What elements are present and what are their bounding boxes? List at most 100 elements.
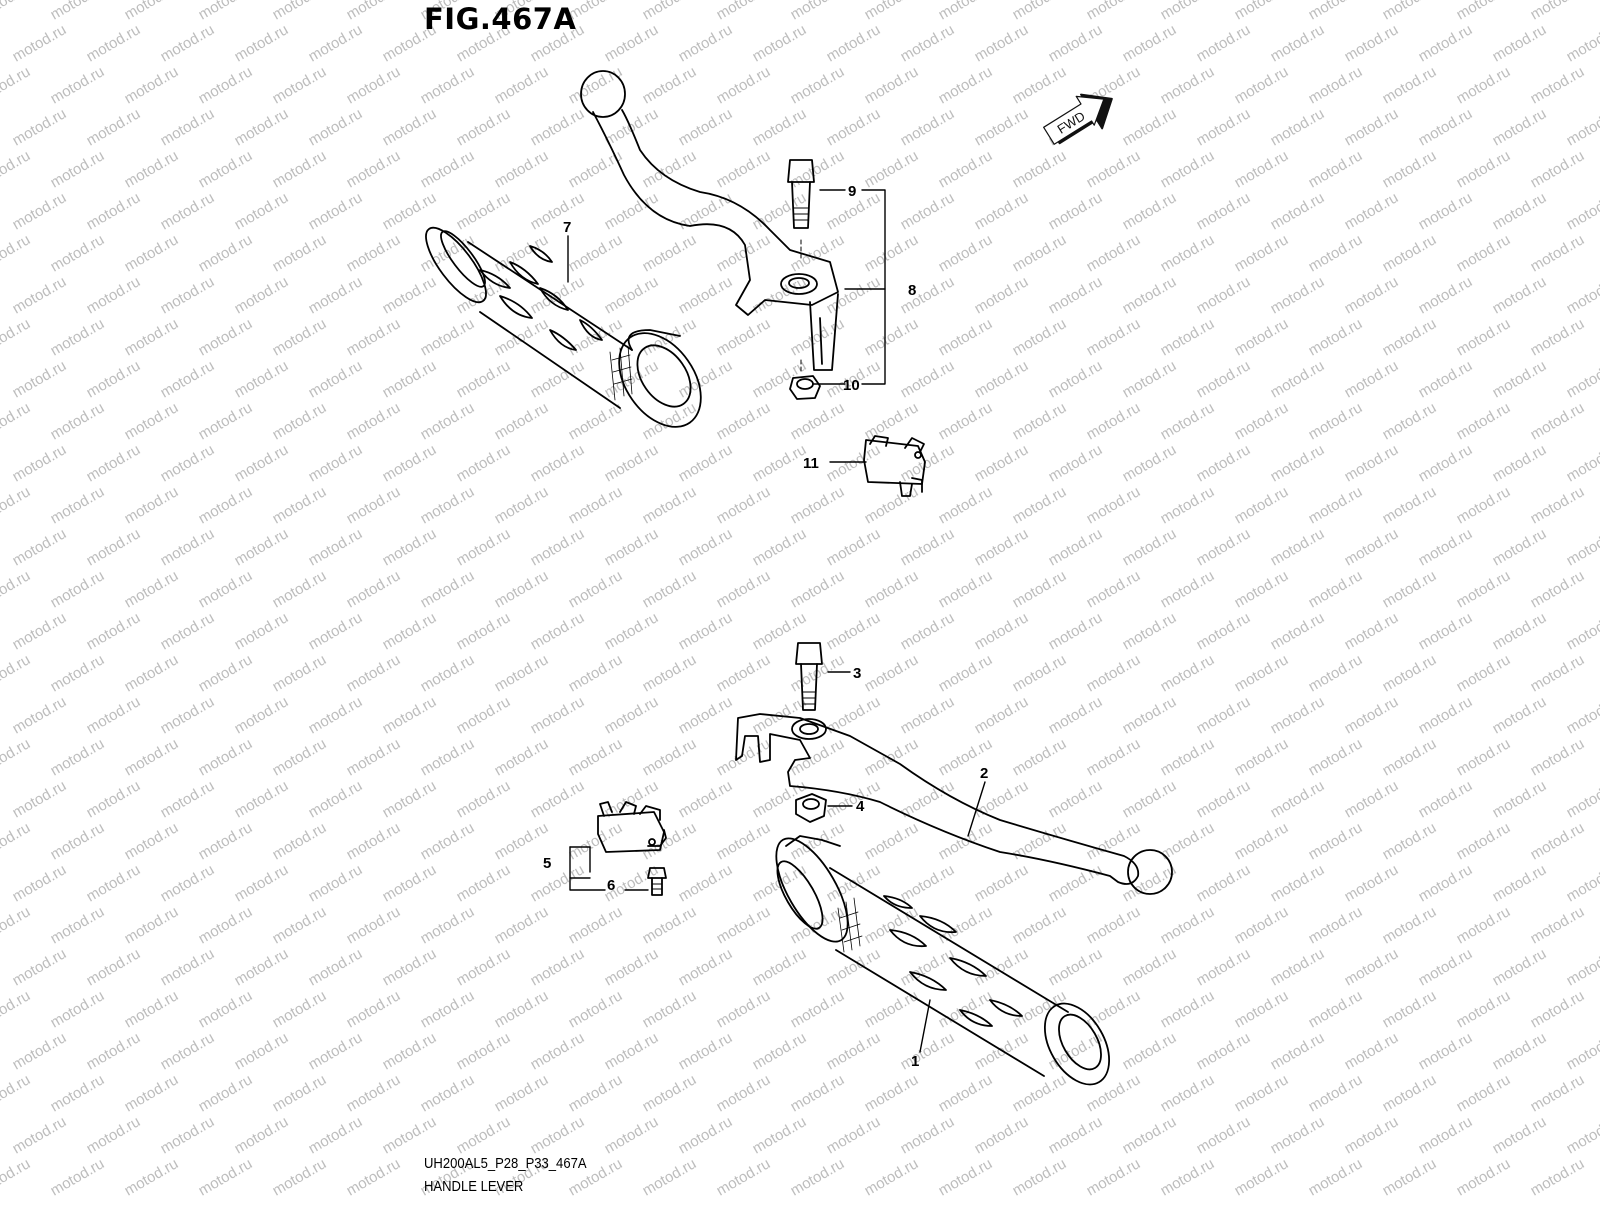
watermark-text: motod.ru — [1046, 189, 1106, 233]
watermark-text: motod.ru — [1490, 1113, 1550, 1157]
watermark-text: motod.ru — [10, 693, 70, 737]
watermark-text: motod.ru — [1158, 63, 1218, 107]
watermark-text: motod.ru — [898, 945, 958, 989]
watermark-text: motod.ru — [602, 273, 662, 317]
watermark-text: motod.ru — [1490, 861, 1550, 905]
watermark-text: motod.ru — [48, 231, 108, 275]
watermark-text: motod.ru — [10, 105, 70, 149]
watermark-text: motod.ru — [788, 231, 848, 275]
watermark-text: motod.ru — [196, 231, 256, 275]
watermark-text: motod.ru — [1046, 945, 1106, 989]
watermark-text: motod.ru — [714, 903, 774, 947]
watermark-text: motod.ru — [1380, 0, 1440, 23]
watermark-text: motod.ru — [898, 609, 958, 653]
watermark-text: motod.ru — [1046, 525, 1106, 569]
watermark-text: motod.ru — [1490, 693, 1550, 737]
watermark-text: motod.ru — [714, 819, 774, 863]
watermark-text: motod.ru — [1084, 483, 1144, 527]
watermark-text: motod.ru — [528, 273, 588, 317]
watermark-text: motod.ru — [714, 0, 774, 23]
watermark-text: motod.ru — [1268, 105, 1328, 149]
watermark-text: motod.ru — [788, 735, 848, 779]
watermark-text: motod.ru — [0, 63, 33, 107]
watermark-text: motod.ru — [232, 105, 292, 149]
watermark-text: motod.ru — [676, 525, 736, 569]
watermark-text: motod.ru — [196, 315, 256, 359]
watermark-text: motod.ru — [492, 147, 552, 191]
watermark-text: motod.ru — [1084, 231, 1144, 275]
watermark-text: motod.ru — [0, 987, 33, 1031]
watermark-text: motod.ru — [270, 735, 330, 779]
watermark-text: motod.ru — [1342, 105, 1402, 149]
watermark-text: motod.ru — [1084, 903, 1144, 947]
watermark-text: motod.ru — [1084, 399, 1144, 443]
watermark-text: motod.ru — [602, 525, 662, 569]
watermark-text: motod.ru — [1416, 945, 1476, 989]
watermark-text: motod.ru — [10, 945, 70, 989]
watermark-text: motod.ru — [1232, 1071, 1292, 1115]
watermark-text: motod.ru — [972, 777, 1032, 821]
watermark-text: motod.ru — [1454, 903, 1514, 947]
watermark-text: motod.ru — [1158, 0, 1218, 23]
watermark-text: motod.ru — [1416, 357, 1476, 401]
watermark-text: motod.ru — [232, 1113, 292, 1157]
watermark-text: motod.ru — [1084, 315, 1144, 359]
watermark-text: motod.ru — [750, 21, 810, 65]
watermark-text: motod.ru — [380, 945, 440, 989]
watermark-text: motod.ru — [1158, 483, 1218, 527]
watermark-text: motod.ru — [528, 1029, 588, 1073]
watermark-text: motod.ru — [84, 1113, 144, 1157]
watermark-text: motod.ru — [1564, 609, 1600, 653]
watermark-text: motod.ru — [898, 273, 958, 317]
watermark-text: motod.ru — [418, 651, 478, 695]
watermark-text: motod.ru — [1046, 21, 1106, 65]
watermark-text: motod.ru — [936, 0, 996, 23]
watermark-text: motod.ru — [824, 945, 884, 989]
watermark-text: motod.ru — [1490, 273, 1550, 317]
watermark-text: motod.ru — [1416, 1113, 1476, 1157]
watermark-text: motod.ru — [1454, 567, 1514, 611]
watermark-text: motod.ru — [84, 525, 144, 569]
watermark-text: motod.ru — [528, 525, 588, 569]
watermark-text: motod.ru — [232, 357, 292, 401]
watermark-text: motod.ru — [492, 567, 552, 611]
watermark-text: motod.ru — [344, 735, 404, 779]
watermark-text: motod.ru — [84, 609, 144, 653]
callout-3: 3 — [853, 665, 861, 682]
watermark-text: motod.ru — [0, 315, 33, 359]
watermark-text: motod.ru — [676, 777, 736, 821]
watermark-text: motod.ru — [1268, 1029, 1328, 1073]
watermark-text: motod.ru — [1342, 273, 1402, 317]
watermark-text: motod.ru — [1454, 483, 1514, 527]
watermark-text: motod.ru — [566, 63, 626, 107]
watermark-text: motod.ru — [1010, 63, 1070, 107]
watermark-text: motod.ru — [1120, 777, 1180, 821]
watermark-text: motod.ru — [640, 63, 700, 107]
watermark-text: motod.ru — [676, 357, 736, 401]
watermark-text: motod.ru — [676, 105, 736, 149]
callout-11: 11 — [803, 455, 819, 472]
watermark-text: motod.ru — [1490, 105, 1550, 149]
watermark-text: motod.ru — [1342, 861, 1402, 905]
watermark-text: motod.ru — [602, 1029, 662, 1073]
watermark-text: motod.ru — [418, 987, 478, 1031]
watermark-text: motod.ru — [270, 567, 330, 611]
watermark-text: motod.ru — [1084, 987, 1144, 1031]
watermark-text: motod.ru — [344, 399, 404, 443]
watermark-text: motod.ru — [1194, 693, 1254, 737]
watermark-text: motod.ru — [0, 1071, 33, 1115]
watermark-text: motod.ru — [1380, 1155, 1440, 1199]
watermark-text: motod.ru — [306, 693, 366, 737]
watermark-text: motod.ru — [1416, 273, 1476, 317]
watermark-text: motod.ru — [1268, 609, 1328, 653]
watermark-text: motod.ru — [454, 1113, 514, 1157]
watermark-text: motod.ru — [936, 651, 996, 695]
watermark-text: motod.ru — [0, 231, 33, 275]
watermark-text: motod.ru — [1528, 567, 1588, 611]
nut-lower-part — [796, 794, 826, 822]
watermark-text: motod.ru — [714, 399, 774, 443]
watermark-text: motod.ru — [1084, 567, 1144, 611]
watermark-text: motod.ru — [714, 1155, 774, 1199]
watermark-text: motod.ru — [936, 147, 996, 191]
